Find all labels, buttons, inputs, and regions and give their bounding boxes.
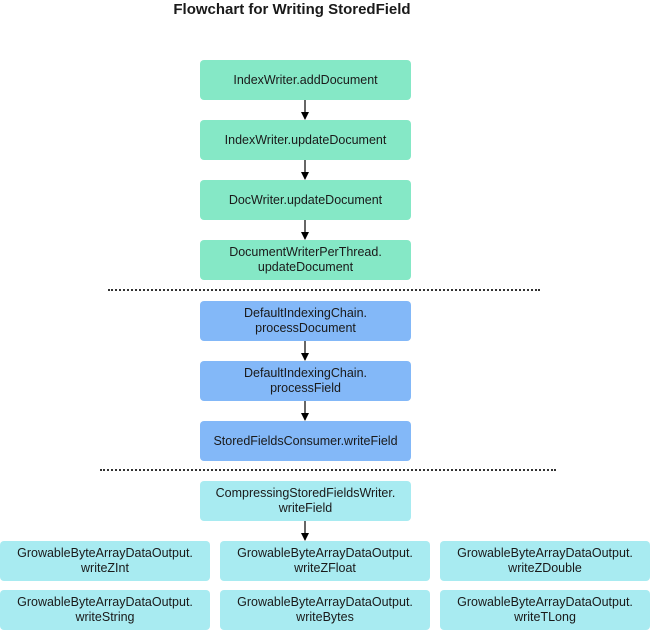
node-label-line-2: writeBytes (296, 610, 354, 624)
node-label-line-2: writeZInt (81, 561, 129, 575)
node-stored-fields-consumer-write-field: StoredFieldsConsumer.writeField (200, 421, 411, 461)
node-label-line-1: GrowableByteArrayDataOutput. (17, 546, 193, 560)
node-label-line-1: GrowableByteArrayDataOutput. (237, 546, 413, 560)
stage-separator-bottom (100, 469, 556, 471)
node-label-line-2: writeZDouble (508, 561, 582, 575)
node-growable-byte-array-write-zfloat: GrowableByteArrayDataOutput. writeZFloat (220, 541, 430, 581)
node-label-line-2: processField (270, 381, 341, 395)
node-doc-writer-update-document: DocWriter.updateDocument (200, 180, 411, 220)
node-label-line-1: GrowableByteArrayDataOutput. (457, 595, 633, 609)
stage-separator-top (108, 289, 540, 291)
node-growable-byte-array-write-zdouble: GrowableByteArrayDataOutput. writeZDoubl… (440, 541, 650, 581)
node-label-line-1: GrowableByteArrayDataOutput. (457, 546, 633, 560)
node-label-line-2: writeString (75, 610, 135, 624)
node-document-writer-per-thread-update-document: DocumentWriterPerThread. updateDocument (200, 240, 411, 280)
node-label-line-1: GrowableByteArrayDataOutput. (237, 595, 413, 609)
node-growable-byte-array-write-string: GrowableByteArrayDataOutput. writeString (0, 590, 210, 630)
node-label-line-1: DefaultIndexingChain. (244, 306, 367, 320)
node-label-line-1: GrowableByteArrayDataOutput. (17, 595, 193, 609)
node-growable-byte-array-write-bytes: GrowableByteArrayDataOutput. writeBytes (220, 590, 430, 630)
node-label-line-2: writeTLong (514, 610, 576, 624)
node-label-line-2: writeZFloat (294, 561, 356, 575)
node-index-writer-add-document: IndexWriter.addDocument (200, 60, 411, 100)
node-label: DocWriter.updateDocument (228, 192, 383, 207)
node-label-line-2: writeField (278, 501, 333, 515)
node-label: IndexWriter.addDocument (233, 72, 378, 87)
node-growable-byte-array-write-zint: GrowableByteArrayDataOutput. writeZInt (0, 541, 210, 581)
node-label: IndexWriter.updateDocument (224, 132, 387, 147)
node-label-line-2: updateDocument (257, 260, 354, 274)
node-label-line-1: DocumentWriterPerThread. (229, 245, 382, 259)
node-default-indexing-chain-process-field: DefaultIndexingChain. processField (200, 361, 411, 401)
node-index-writer-update-document: IndexWriter.updateDocument (200, 120, 411, 160)
node-default-indexing-chain-process-document: DefaultIndexingChain. processDocument (200, 301, 411, 341)
node-compressing-stored-fields-writer-write-field: CompressingStoredFieldsWriter. writeFiel… (200, 481, 411, 521)
diagram-title: Flowchart for Writing StoredField (173, 1, 411, 18)
node-label: StoredFieldsConsumer.writeField (213, 433, 398, 448)
node-growable-byte-array-write-tlong: GrowableByteArrayDataOutput. writeTLong (440, 590, 650, 630)
node-label-line-1: CompressingStoredFieldsWriter. (215, 486, 396, 500)
node-label-line-2: processDocument (255, 321, 356, 335)
node-label-line-1: DefaultIndexingChain. (244, 366, 367, 380)
